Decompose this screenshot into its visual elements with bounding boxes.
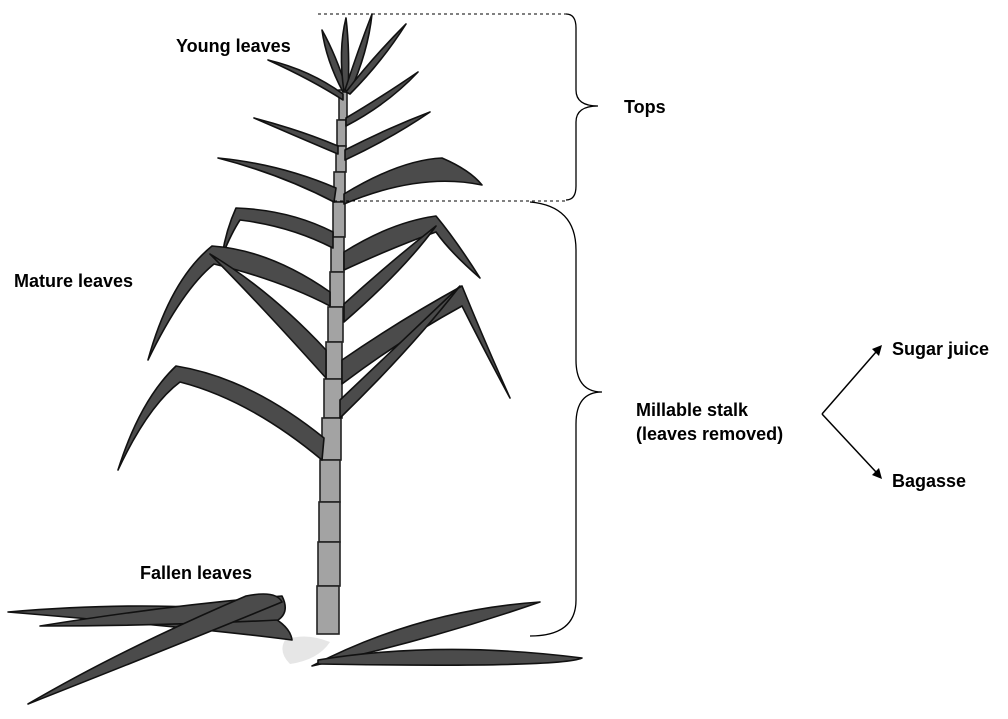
stalk-segment bbox=[320, 460, 340, 502]
arrow-to-bagasse bbox=[822, 414, 876, 472]
millable-stalk-brace bbox=[530, 202, 602, 636]
mature-leaves bbox=[118, 208, 510, 470]
stalk-segment bbox=[330, 272, 344, 307]
output-arrows bbox=[822, 345, 882, 479]
stalk-segment bbox=[317, 586, 339, 634]
mature-leaf bbox=[222, 208, 333, 256]
young-leaf bbox=[344, 158, 482, 204]
arrow-to-sugar-juice bbox=[822, 352, 876, 414]
tops-brace bbox=[566, 14, 598, 200]
stalk-segment bbox=[326, 342, 342, 379]
young-leaf bbox=[254, 118, 338, 154]
tops-label: Tops bbox=[624, 96, 666, 118]
sugar-juice-label: Sugar juice bbox=[892, 338, 989, 360]
bagasse-label: Bagasse bbox=[892, 470, 966, 492]
millable-stalk-label: Millable stalk bbox=[636, 399, 748, 421]
young-leaf bbox=[218, 158, 336, 202]
stalk-segment bbox=[333, 202, 345, 237]
stalk-segment bbox=[319, 502, 340, 542]
stalk-segment bbox=[337, 120, 346, 146]
stalk-segment bbox=[318, 542, 340, 586]
millable-stalk-sublabel: (leaves removed) bbox=[636, 423, 783, 445]
young-leaves-label: Young leaves bbox=[176, 35, 291, 57]
mature-leaf bbox=[118, 366, 324, 470]
mature-leaves-label: Mature leaves bbox=[14, 270, 133, 292]
stalk-segment bbox=[322, 418, 341, 460]
fallen-leaves-label: Fallen leaves bbox=[140, 562, 252, 584]
stalk-segment bbox=[328, 307, 343, 342]
